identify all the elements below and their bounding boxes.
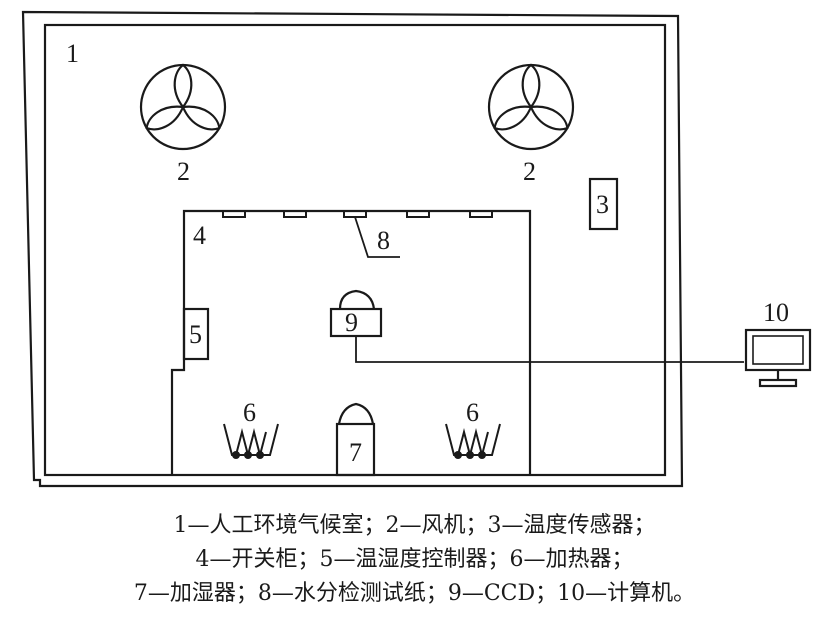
test-paper (283, 210, 307, 218)
ccd-computer-cable (355, 336, 744, 363)
fan-left (139, 63, 227, 151)
switch-cabinet (170, 209, 532, 475)
ccd-label: 9 (345, 308, 358, 337)
test-paper (406, 210, 430, 218)
humidifier-label: 7 (349, 438, 362, 467)
fan-right-blade (521, 63, 541, 109)
temp-sensor-box (588, 177, 619, 231)
heater-left-node (256, 451, 264, 459)
heater-left-housing (223, 423, 279, 456)
climate-chamber (21, 10, 684, 488)
computer-label: 10 (763, 298, 789, 327)
heater-right (445, 423, 501, 459)
humidifier-body (335, 422, 376, 477)
heater-left-node (244, 451, 252, 459)
humidifier-dome (337, 402, 375, 425)
temp-sensor-label: 3 (596, 190, 609, 219)
legend-line-2: 4—开关柜；5—温湿度控制器；6—加热器； (195, 547, 634, 572)
fan-right (487, 63, 575, 151)
legend-line-3: 7—加湿器；8—水分检测试纸；9—CCD；10—计算机。 (133, 581, 696, 606)
test-paper-label: 8 (377, 226, 390, 255)
test-paper (222, 210, 246, 218)
chamber-inner-wall (43, 23, 667, 477)
heater-right-housing (445, 423, 501, 456)
heater-left-label: 6 (243, 398, 256, 427)
fan-left-blade (173, 63, 193, 109)
heater-right-label: 6 (466, 398, 479, 427)
diagram: 1 2 2 3 4 8 5 9 (21, 10, 812, 488)
computer (744, 328, 812, 388)
fan-left-blade (181, 105, 221, 131)
chamber-label: 1 (66, 39, 79, 68)
computer-screen (752, 335, 804, 365)
switch-cabinet-label: 4 (193, 221, 206, 250)
heater-right-node (454, 451, 462, 459)
fan-right-blade (493, 105, 533, 131)
test-paper (343, 210, 367, 218)
ccd-lens-dome (338, 289, 376, 310)
humidifier (335, 402, 376, 477)
test-paper-leader (354, 216, 400, 258)
heater-right-node (478, 451, 486, 459)
fan-right-blade (529, 105, 569, 131)
fan-right-label: 2 (523, 157, 536, 186)
computer-base (758, 378, 798, 388)
fan-left-blade (145, 105, 185, 131)
heater-left (223, 423, 279, 459)
legend-line-1: 1—人工环境气候室；2—风机；3—温度传感器； (173, 513, 656, 538)
heater-left-node (232, 451, 240, 459)
humidity-controller-box (182, 307, 210, 361)
heater-right-node (466, 451, 474, 459)
test-paper (469, 210, 493, 218)
chamber-outer-wall (21, 10, 684, 488)
humidity-controller-label: 5 (189, 320, 202, 349)
fan-left-label: 2 (177, 157, 190, 186)
